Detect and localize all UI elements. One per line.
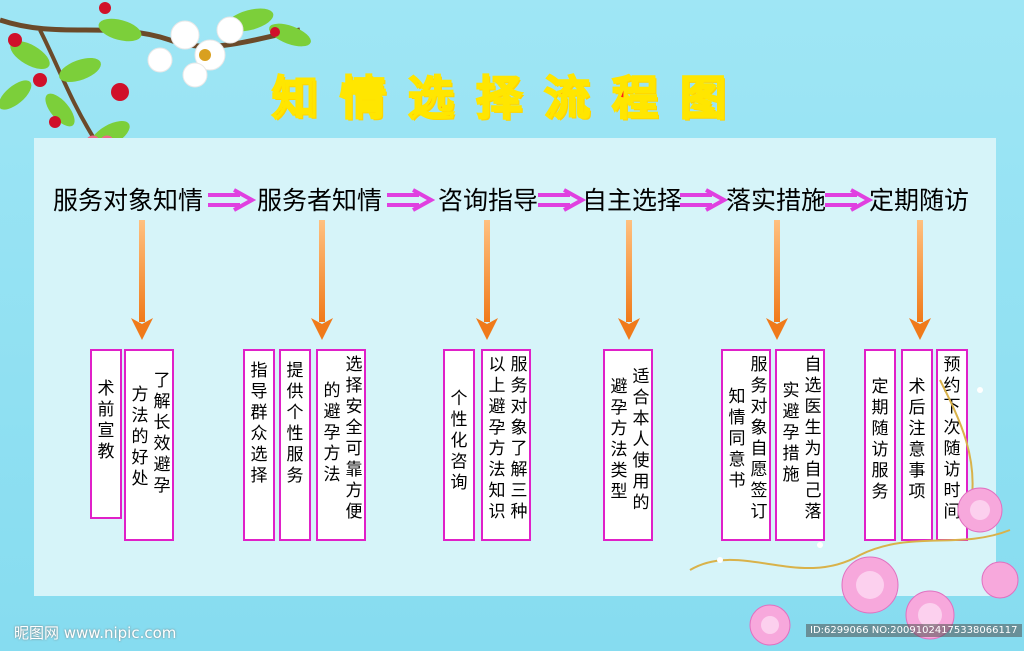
info-box: 个性化咨询 <box>443 349 475 541</box>
double-arrow-icon <box>678 188 728 214</box>
box-text: 指导群众选择 <box>249 361 269 487</box>
watermark-text: 昵图网 www.nipic.com <box>14 622 176 643</box>
box-text: 提供个性服务 <box>285 361 305 487</box>
down-arrow-icon <box>130 220 154 342</box>
info-box: 适合本人使用的 避孕方法类型 <box>603 349 653 541</box>
down-arrow-icon <box>617 220 641 342</box>
box-text: 以上避孕方法知识 <box>487 355 507 523</box>
box-text: 避孕方法类型 <box>609 377 629 503</box>
box-text: 术前宣教 <box>96 379 116 463</box>
double-arrow-icon <box>536 188 586 214</box>
image-id-tag: ID:6299066 NO:20091024175338066117 <box>806 624 1022 637</box>
double-arrow-icon <box>823 188 873 214</box>
down-arrow-icon <box>475 220 499 342</box>
info-box: 提供个性服务 <box>279 349 311 541</box>
step-1-label: 服务对象知情 <box>53 181 203 217</box>
box-text: 了解长效避孕 <box>152 371 172 497</box>
step-5-label: 落实措施 <box>726 181 826 217</box>
step-4-label: 自主选择 <box>582 181 682 217</box>
info-box: 了解长效避孕 方法的好处 <box>124 349 174 541</box>
down-arrow-icon <box>765 220 789 342</box>
box-text: 适合本人使用的 <box>631 367 651 514</box>
info-box: 选择安全可靠方便 的避孕方法 <box>316 349 366 541</box>
down-arrow-icon <box>908 220 932 342</box>
box-text: 选择安全可靠方便 <box>344 355 364 523</box>
step-2-label: 服务者知情 <box>257 181 382 217</box>
rose-cluster-icon <box>680 340 1024 651</box>
double-arrow-icon <box>385 188 435 214</box>
down-arrow-icon <box>310 220 334 342</box>
double-arrow-icon <box>206 188 256 214</box>
step-3-label: 咨询指导 <box>438 181 538 217</box>
box-text: 个性化咨询 <box>449 389 469 494</box>
page-title: 知情选择流程图 <box>240 62 780 128</box>
info-box: 服务对象了解三种 以上避孕方法知识 <box>481 349 531 541</box>
info-box: 指导群众选择 <box>243 349 275 541</box>
info-box: 术前宣教 <box>90 349 122 519</box>
box-text: 服务对象了解三种 <box>509 355 529 523</box>
step-6-label: 定期随访 <box>869 181 969 217</box>
box-text: 方法的好处 <box>130 385 150 490</box>
box-text: 的避孕方法 <box>322 381 342 486</box>
